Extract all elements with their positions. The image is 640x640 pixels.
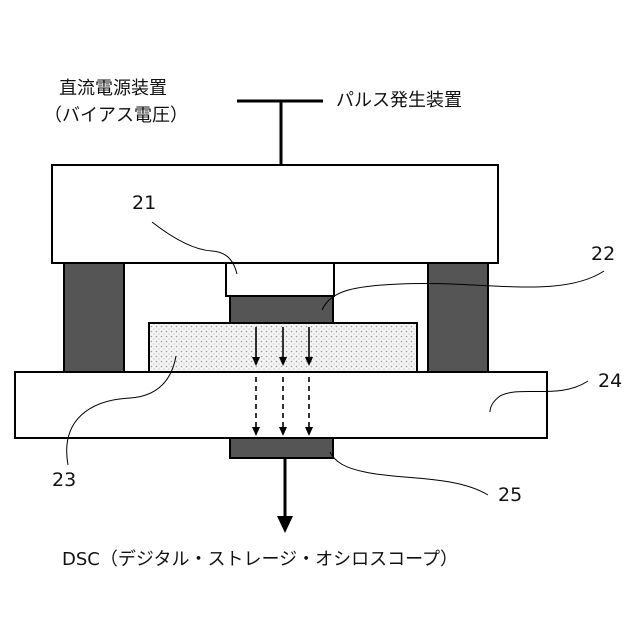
part-21-holder [226,263,334,296]
left-pillar [64,263,124,373]
callout-24: 24 [598,370,622,392]
upper-electrode-block [52,165,498,263]
pulse-generator-label: パルス発生装置 [336,90,462,111]
callout-22: 22 [591,243,615,265]
callout-21: 21 [132,192,156,214]
bias-voltage-label: （バイアス電圧） [44,105,188,126]
callout-25: 25 [498,484,522,506]
output-arrowhead [277,516,293,533]
part-22-electrode [230,296,333,323]
dsc-label: DSC（デジタル・ストレージ・オシロスコープ） [62,549,458,570]
dc-power-label: 直流電源装置 [59,78,167,99]
callout-23: 23 [52,469,76,491]
part-25-electrode [230,438,333,458]
leader-25 [330,452,488,495]
right-pillar [428,263,488,373]
